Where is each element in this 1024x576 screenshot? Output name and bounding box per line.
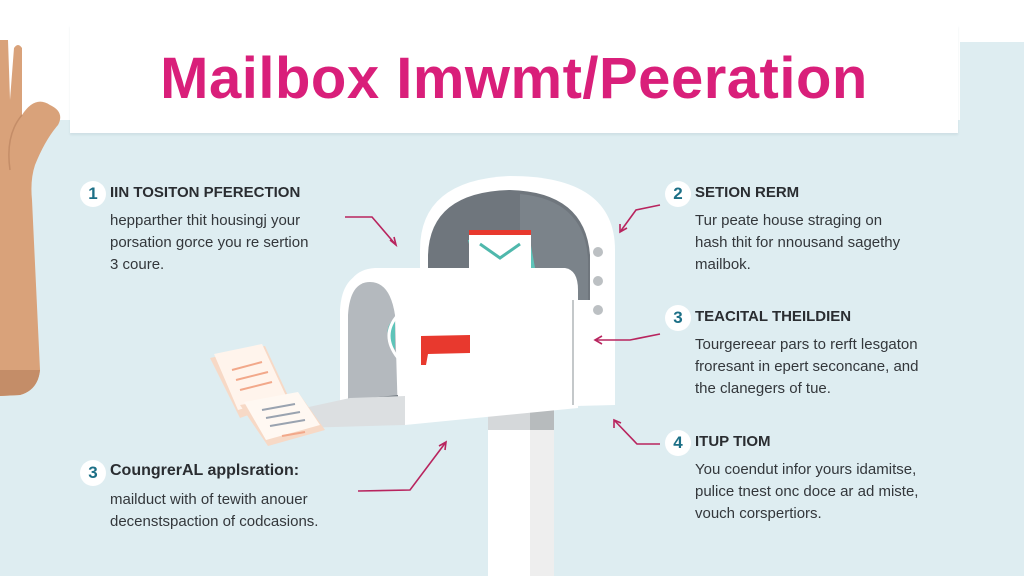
documents-icon	[210, 344, 325, 446]
envelope-icon	[468, 230, 535, 270]
title-card: Mailbox Imwmt/Peeration	[70, 25, 958, 133]
section-heading: ITUP TIOM	[695, 433, 771, 450]
section-heading: CoungrerAL applsration:	[110, 462, 300, 479]
arrow-4	[613, 419, 660, 445]
arrow-1	[345, 216, 397, 246]
arrow-3-left	[357, 441, 447, 492]
section-heading: IIN TOSITON PFERECTION	[110, 184, 301, 201]
header-band-notch	[960, 42, 1024, 142]
section-heading: TEACITAL THEILDIEN	[695, 308, 852, 325]
section-body: You coendut infor yours idamitse, pulice…	[695, 461, 919, 522]
section-number-badge: 2	[665, 181, 691, 207]
section-number-badge: 1	[80, 181, 106, 207]
section-number-badge: 4	[665, 430, 691, 456]
section-number-badge: 3	[80, 460, 106, 486]
mailbox-post	[488, 410, 532, 576]
mailbox-back	[420, 176, 615, 410]
arrow-2	[619, 204, 661, 233]
section-body: Tur peate house straging on hash thit fo…	[695, 212, 901, 273]
section-heading: SETION RERM	[695, 184, 800, 201]
section-body: hepparther thit housingj your porsation …	[110, 212, 309, 273]
section-body: Tourgereear pars to rerft lesgaton frore…	[695, 336, 919, 397]
section-number-badge: 3	[665, 305, 691, 331]
callout-arrows	[345, 204, 661, 492]
mailbox-flag-icon	[421, 335, 470, 365]
page-title: Mailbox Imwmt/Peeration	[160, 46, 868, 111]
arrow-3-right	[595, 333, 661, 341]
mailbox-front	[345, 268, 578, 410]
section-body: mailduct with of tewith anouer decenstsp…	[110, 491, 319, 530]
raised-hand-icon	[0, 40, 61, 396]
